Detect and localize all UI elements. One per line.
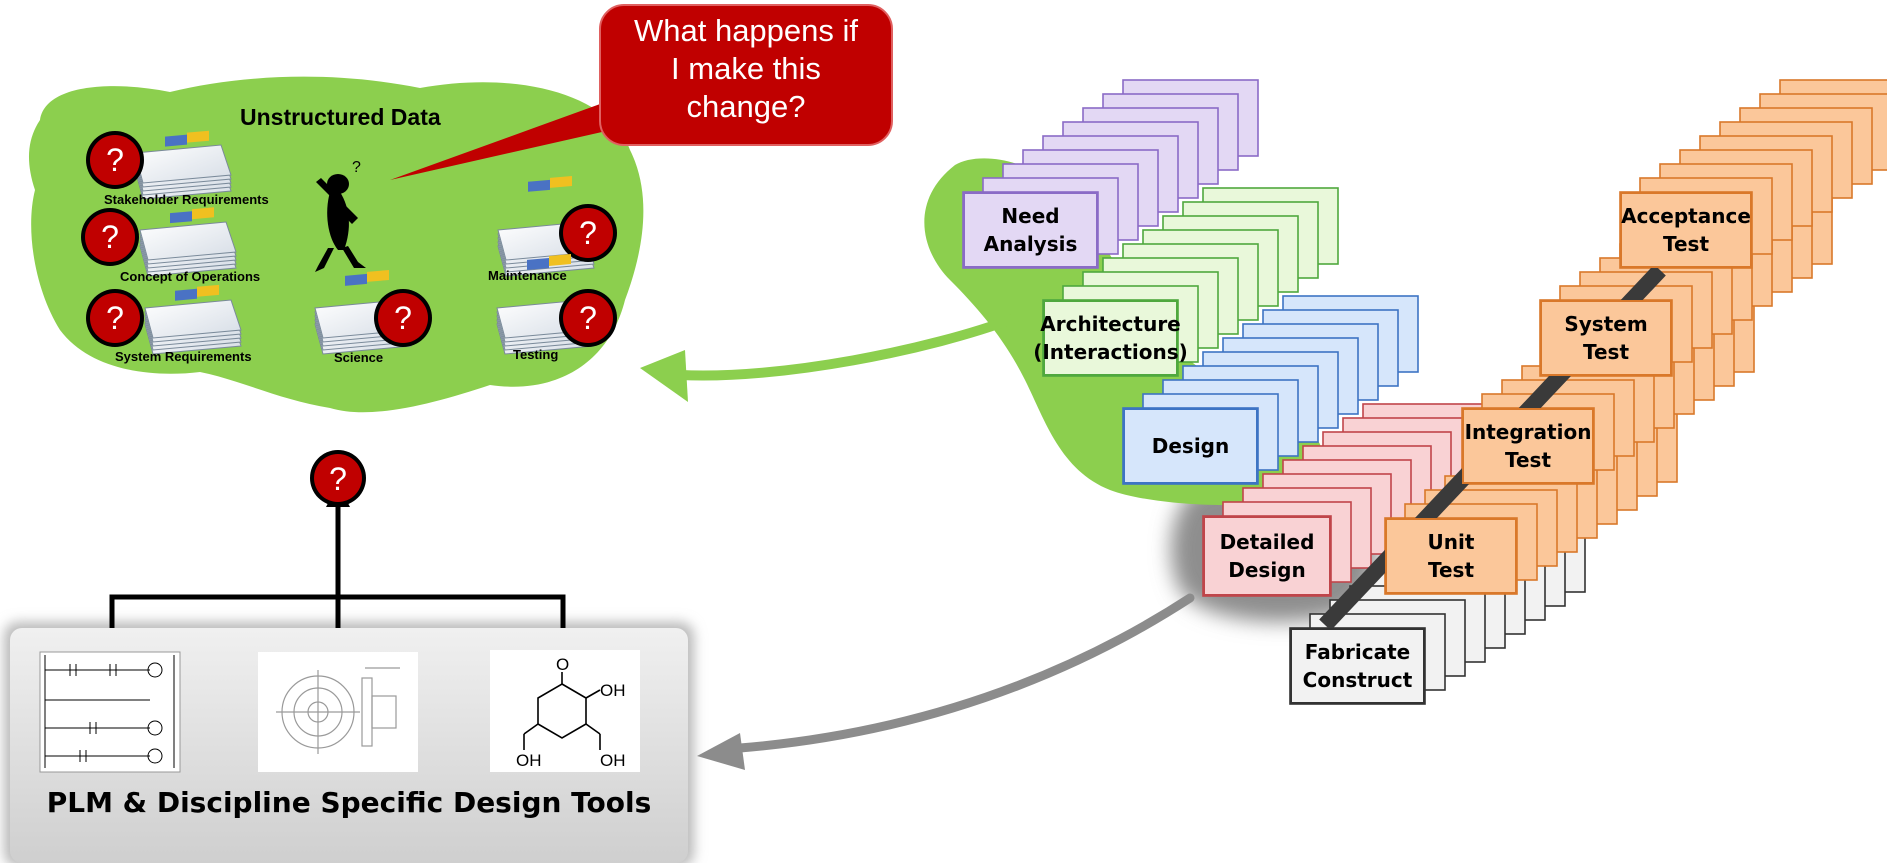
thinking-person-icon: ?	[315, 159, 366, 272]
question-mark-text: ?	[329, 461, 347, 497]
question-mark-badge	[310, 450, 366, 506]
question-mark-text-testing: ?	[579, 300, 597, 336]
question-mark-text-science: ?	[394, 300, 412, 336]
tools-title: PLM & Discipline Specific Design Tools	[46, 786, 652, 819]
doc-label-conops: Concept of Operations	[120, 269, 261, 284]
machine-drawing-icon	[258, 652, 418, 772]
question-mark-badge-testing: ?	[559, 289, 617, 347]
fabricate-construct-box: Fabricate Construct	[1290, 628, 1425, 704]
ladder-logic-diagram-icon	[39, 651, 181, 773]
architecture-box: Architecture (Interactions)	[1033, 300, 1188, 376]
unit-test-box: Unit Test	[1385, 518, 1517, 594]
tools-connector	[109, 500, 566, 628]
svg-text:?: ?	[352, 159, 361, 176]
doc-label-testing: Testing	[513, 347, 559, 362]
question-mark-text-conops: ?	[101, 219, 119, 255]
chem-oh-label-left: OH	[516, 751, 542, 770]
doc-label-science: Science	[334, 350, 384, 365]
detailed-design-box: Detailed Design	[1203, 516, 1331, 596]
chem-o-label: O	[556, 655, 569, 674]
integration-test-box: Integration Test	[1462, 408, 1594, 484]
design-box: Design	[1123, 408, 1258, 484]
speech-line-1: What happens if	[633, 13, 859, 48]
document-stack-icon-conops	[139, 207, 237, 277]
question-mark-badge-maintenance: ?	[559, 204, 617, 262]
question-mark-text-sysreq: ?	[106, 300, 124, 336]
acceptance-test-box: Acceptance Test	[1620, 192, 1752, 268]
speech-line-3: change?	[686, 89, 806, 124]
speech-line-2: I make this	[671, 51, 821, 86]
unstructured-data-title: Unstructured Data	[240, 104, 441, 130]
system-test-box: System Test	[1540, 300, 1672, 376]
green-feedback-arrow	[640, 313, 1020, 402]
gray-feedback-arrow	[697, 593, 1195, 770]
document-stacks: ??????	[81, 130, 617, 355]
chem-oh-label-right: OH	[600, 751, 626, 770]
question-mark-badge-sysreq: ?	[86, 289, 144, 347]
document-stack-icon-stakeholder	[134, 130, 232, 200]
question-mark-badge-conops: ?	[81, 208, 139, 266]
question-mark-badge-stakeholder: ?	[86, 131, 144, 189]
chemical-structure-icon	[490, 650, 640, 772]
document-stack-icon-sysreq	[144, 284, 242, 355]
chem-oh-label-top: OH	[600, 681, 626, 700]
speech-bubble	[390, 4, 893, 180]
need-analysis-box: Need Analysis	[963, 192, 1098, 268]
doc-label-maintenance: Maintenance	[488, 268, 567, 283]
doc-label-stakeholder: Stakeholder Requirements	[104, 192, 269, 207]
question-mark-text-maintenance: ?	[579, 215, 597, 251]
question-mark-badge-science: ?	[374, 289, 432, 347]
question-mark-text-stakeholder: ?	[106, 142, 124, 178]
speech-bubble-text: What happens if I make this change?	[600, 12, 892, 126]
doc-label-sysreq: System Requirements	[115, 349, 252, 364]
